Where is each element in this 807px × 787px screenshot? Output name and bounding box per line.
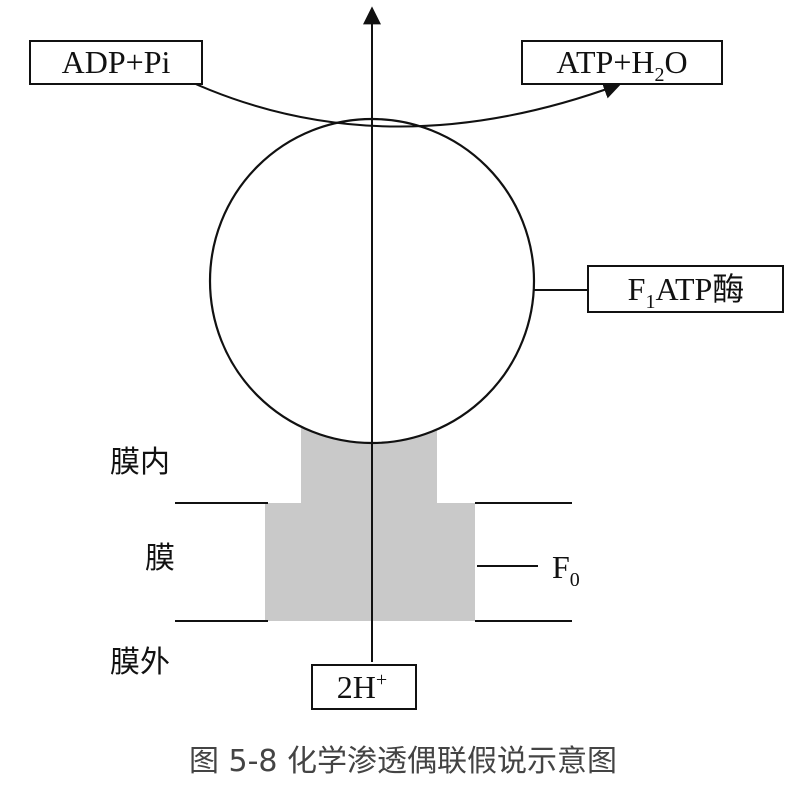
f0-label: F0 bbox=[552, 549, 580, 591]
region-outer-label: 膜外 bbox=[110, 645, 170, 680]
substrate-box: ADP+Pi bbox=[29, 40, 203, 85]
region-inner-label: 膜内 bbox=[110, 445, 170, 480]
membrane-lines bbox=[175, 502, 572, 622]
enzyme-label: F1ATP酶 bbox=[628, 271, 745, 313]
f0-complex bbox=[265, 428, 475, 621]
proton-label: 2H+ bbox=[337, 669, 387, 705]
proton-box: 2H+ bbox=[311, 664, 417, 710]
substrate-label: ADP+Pi bbox=[62, 44, 171, 80]
f0-membrane-part bbox=[265, 503, 475, 621]
figure-caption: 图 5-8 化学渗透偶联假说示意图 bbox=[189, 744, 617, 779]
enzyme-box: F1ATP酶 bbox=[587, 265, 784, 313]
product-box: ATP+H2O bbox=[521, 40, 723, 86]
product-label: ATP+H2O bbox=[556, 44, 687, 86]
reaction-arrow bbox=[165, 69, 622, 128]
region-membrane-label: 膜 bbox=[145, 541, 175, 576]
